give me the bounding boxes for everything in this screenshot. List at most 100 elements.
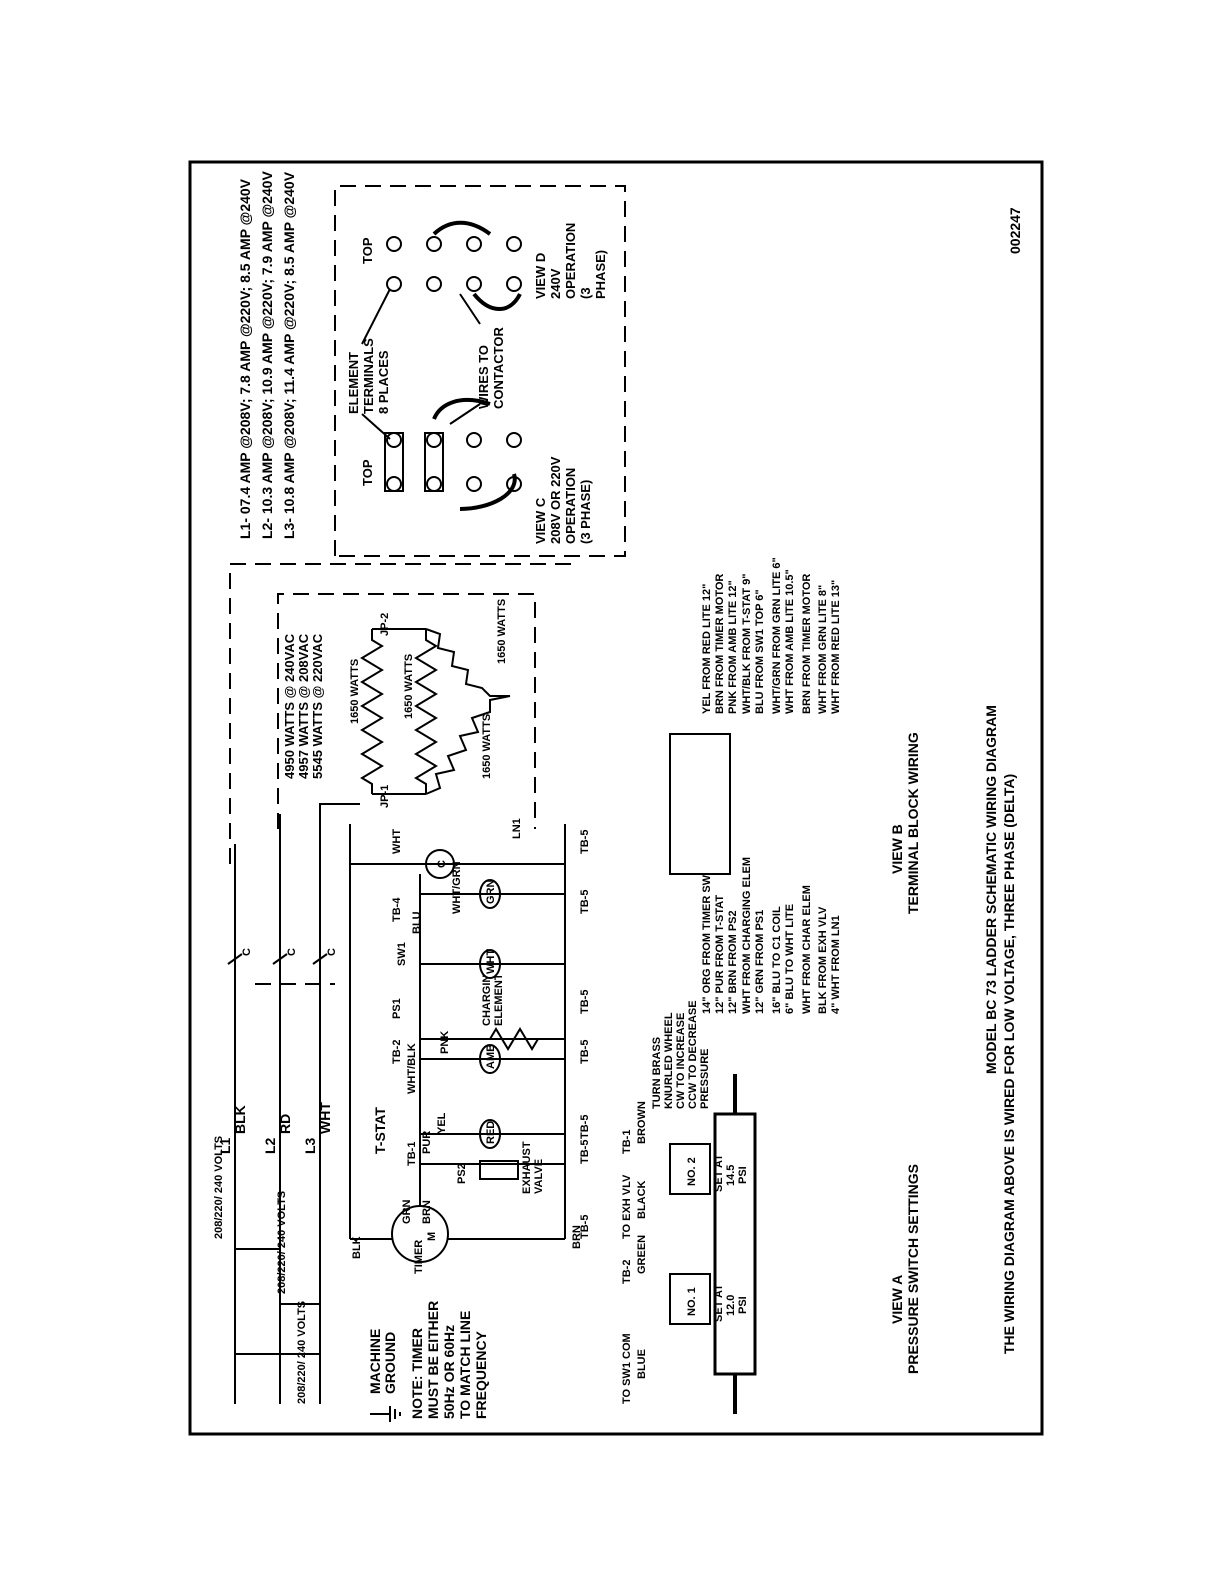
set1-label-2: 12.0 bbox=[725, 1295, 737, 1316]
vb-left-4: WHT FROM CHARGING ELEM bbox=[741, 857, 753, 1014]
contactor-label-l2: C bbox=[286, 948, 298, 956]
view-d-title-1: VIEW D bbox=[533, 253, 548, 299]
contactor-contact-l3 bbox=[312, 953, 328, 965]
timer-motor-label: M bbox=[426, 1232, 438, 1241]
view-d-terminal bbox=[426, 276, 442, 292]
contactor-contact-l2 bbox=[272, 953, 288, 965]
line-l2-label: L2 bbox=[262, 1137, 278, 1154]
pressure-manifold bbox=[713, 1112, 757, 1376]
machine-ground-1: MACHINE bbox=[367, 1329, 383, 1394]
exhaust-valve-label-1: EXHAUST bbox=[521, 1141, 533, 1194]
view-a-wire-1: TO SW1 COM bbox=[621, 1333, 633, 1404]
amp-rating-l1: L1- 07.4 AMP @208V; 7.8 AMP @220V; 8.5 A… bbox=[237, 178, 253, 539]
contactor-label-l3: C bbox=[326, 948, 338, 956]
amp-rating-l2: L2- 10.3 AMP @208V; 10.9 AMP @220V; 7.9 … bbox=[259, 171, 275, 539]
heater-enclosure-outer bbox=[229, 563, 575, 864]
whtgrn-label: WHT/GRN bbox=[451, 861, 463, 914]
view-d-title-5: PHASE) bbox=[593, 250, 608, 299]
vb-right-3: PNK FROM AMB LITE 12" bbox=[727, 580, 739, 714]
vb-left-7: 6" BLU TO WHT LITE bbox=[784, 904, 796, 1014]
view-c-title-4: (3 PHASE) bbox=[578, 480, 593, 544]
heater-delta: JP-1 JP-2 1650 WATTS 1650 WATTS 1650 WAT… bbox=[349, 599, 511, 808]
wires-to-contactor-2: CONTACTOR bbox=[491, 327, 506, 409]
jp1-label: JP-1 bbox=[379, 785, 391, 808]
turn-note-5: PRESSURE bbox=[699, 1048, 711, 1109]
tb5-label-6: TB-5 bbox=[579, 830, 591, 854]
set2-label-3: PSI bbox=[737, 1166, 749, 1184]
element-terminals-leader bbox=[361, 413, 391, 440]
vb-left-3: 12" BRN FROM PS2 bbox=[727, 910, 739, 1014]
view-a-title-2: PRESSURE SWITCH SETTINGS bbox=[905, 1164, 921, 1374]
view-b-title-2: TERMINAL BLOCK WIRING bbox=[905, 732, 921, 914]
heater-resistor-4-label: 1650 WATTS bbox=[496, 599, 508, 664]
drawing-number: 002247 bbox=[1007, 207, 1023, 254]
line-l1-label: L1 bbox=[217, 1137, 233, 1154]
red-lamp-label: RED bbox=[485, 1121, 497, 1144]
line-l2-color: RD bbox=[277, 1114, 293, 1134]
watt-rating-3: 5545 WATTS @ 220VAC bbox=[310, 633, 325, 779]
pur-label: PUR bbox=[421, 1131, 433, 1154]
view-a-wire-5: TO EXH VLV bbox=[621, 1174, 633, 1239]
machine-ground: MACHINE GROUND bbox=[367, 1329, 401, 1422]
amp-rating-l3: L3- 10.8 AMP @208V; 11.4 AMP @220V; 8.5 … bbox=[281, 171, 297, 539]
vb-left-6: 16" BLU TO C1 COIL bbox=[771, 906, 783, 1014]
watt-ratings: 4950 WATTS @ 240VAC 4957 WATTS @ 208VAC … bbox=[282, 633, 325, 779]
exhaust-valve-coil bbox=[479, 1160, 519, 1180]
heater-resistor-3 bbox=[425, 695, 511, 795]
view-c-terminal bbox=[506, 432, 522, 448]
timer-note: NOTE: TIMER MUST BE EITHER 50Hz OR 60Hz … bbox=[409, 1301, 489, 1419]
vb-right-4: WHT/BLK FROM T-STAT 9" bbox=[741, 574, 753, 714]
heater-resistor-1 bbox=[360, 629, 384, 794]
timer-note-3: 50Hz OR 60Hz bbox=[441, 1325, 457, 1419]
timer-note-2: MUST BE EITHER bbox=[425, 1301, 441, 1419]
heater-enclosure-inner bbox=[277, 593, 536, 829]
set2-label-1: SET AT bbox=[713, 1154, 725, 1192]
vb-right-8: BRN FROM TIMER MOTOR bbox=[801, 574, 813, 714]
vb-left-9: BLK FROM EXH VLV bbox=[817, 906, 829, 1014]
element-terminals-leader bbox=[361, 288, 391, 345]
tstat-label: T-STAT bbox=[372, 1107, 388, 1154]
view-c-terminal bbox=[466, 476, 482, 492]
view-a-wire-7: TB-1 bbox=[621, 1130, 633, 1154]
view-c-wire bbox=[432, 398, 491, 420]
element-terminals-1: ELEMENT bbox=[346, 352, 361, 414]
watt-rating-2: 4957 WATTS @ 208VAC bbox=[296, 633, 311, 779]
vb-right-7: WHT FROM AMB LITE 10.5" bbox=[784, 569, 796, 714]
view-c-terminal bbox=[426, 476, 442, 492]
sw1-label: SW1 bbox=[396, 942, 408, 966]
wht-lamp-label: WHT bbox=[485, 949, 497, 974]
vb-right-9: WHT FROM GRN LITE 8" bbox=[817, 585, 829, 714]
view-c-terminal bbox=[386, 432, 402, 448]
jp2-label: JP-2 bbox=[379, 613, 391, 636]
tb5-label-2: TB-5 bbox=[579, 1115, 591, 1139]
view-d-title-2: 240V bbox=[548, 268, 563, 299]
contactor-label-l1: C bbox=[241, 948, 253, 956]
model-title: MODEL BC 73 LADDER SCHEMATIC WIRING DIAG… bbox=[983, 705, 999, 1074]
vb-right-6: WHT/GRN FROM GRN LITE 6" bbox=[771, 557, 783, 714]
timer-note-4: TO MATCH LINE bbox=[457, 1311, 473, 1419]
view-d-terminal bbox=[506, 276, 522, 292]
view-b-terminal-block: 14" ORG FROM TIMER SW 12" PUR FROM T-STA… bbox=[669, 557, 921, 1014]
whtblk-label: WHT/BLK bbox=[406, 1043, 418, 1094]
wires-to-contactor-1: WIRES TO bbox=[476, 345, 491, 409]
view-a-wire-3: TB-2 bbox=[621, 1260, 633, 1284]
voltage-label-2: 208/220/ 240 VOLTS bbox=[276, 1191, 288, 1294]
amp-ratings: L1- 07.4 AMP @208V; 7.8 AMP @220V; 8.5 A… bbox=[237, 171, 297, 539]
vb-right-10: WHT FROM RED LITE 13" bbox=[830, 580, 842, 714]
view-d-terminal bbox=[466, 276, 482, 292]
line-l3-color: WHT bbox=[317, 1102, 333, 1134]
drawing-border bbox=[188, 160, 1044, 1436]
tb2-label: TB-2 bbox=[391, 1040, 403, 1064]
tb5-label-4: TB-5 bbox=[579, 990, 591, 1014]
turn-note-2: KNURLED WHEEL bbox=[663, 1012, 675, 1109]
pressure-switch-2-no: NO. 2 bbox=[686, 1157, 698, 1186]
view-d-title-4: (3 bbox=[578, 287, 593, 299]
line-l3 bbox=[319, 803, 360, 1404]
view-d-terminal bbox=[466, 236, 482, 252]
view-d-terminal bbox=[426, 236, 442, 252]
view-d-wire bbox=[472, 292, 522, 311]
view-c-title-2: 208V OR 220V bbox=[548, 456, 563, 544]
line-l1-color: BLK bbox=[232, 1105, 248, 1134]
heater-resistor-1-label: 1650 WATTS bbox=[349, 659, 361, 724]
